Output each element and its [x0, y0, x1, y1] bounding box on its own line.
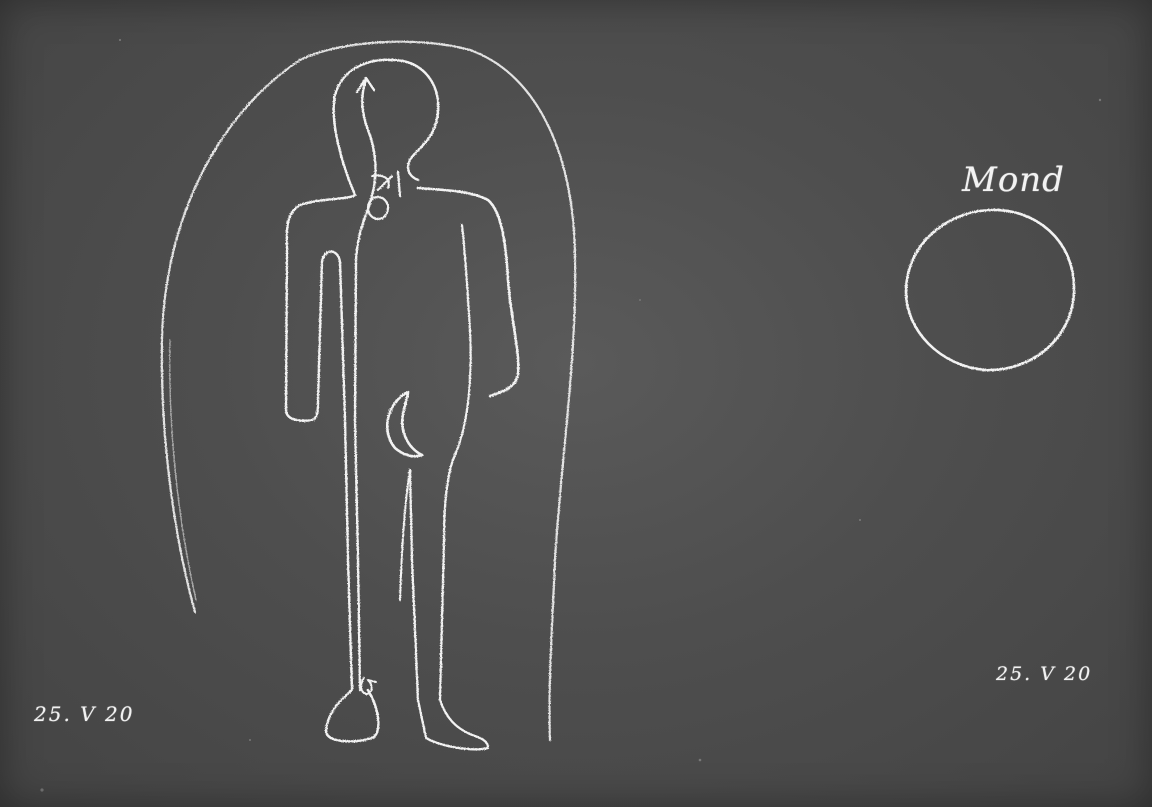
crescent-moon-symbol: [387, 392, 422, 456]
human-figure: [286, 60, 518, 749]
moon-circle: [906, 210, 1074, 370]
date-right: 25. Ⅴ 20: [996, 663, 1092, 685]
moon-label: Mond: [962, 160, 1065, 200]
date-left: 25. Ⅴ 20: [34, 702, 134, 726]
aura-arch: [162, 42, 575, 740]
